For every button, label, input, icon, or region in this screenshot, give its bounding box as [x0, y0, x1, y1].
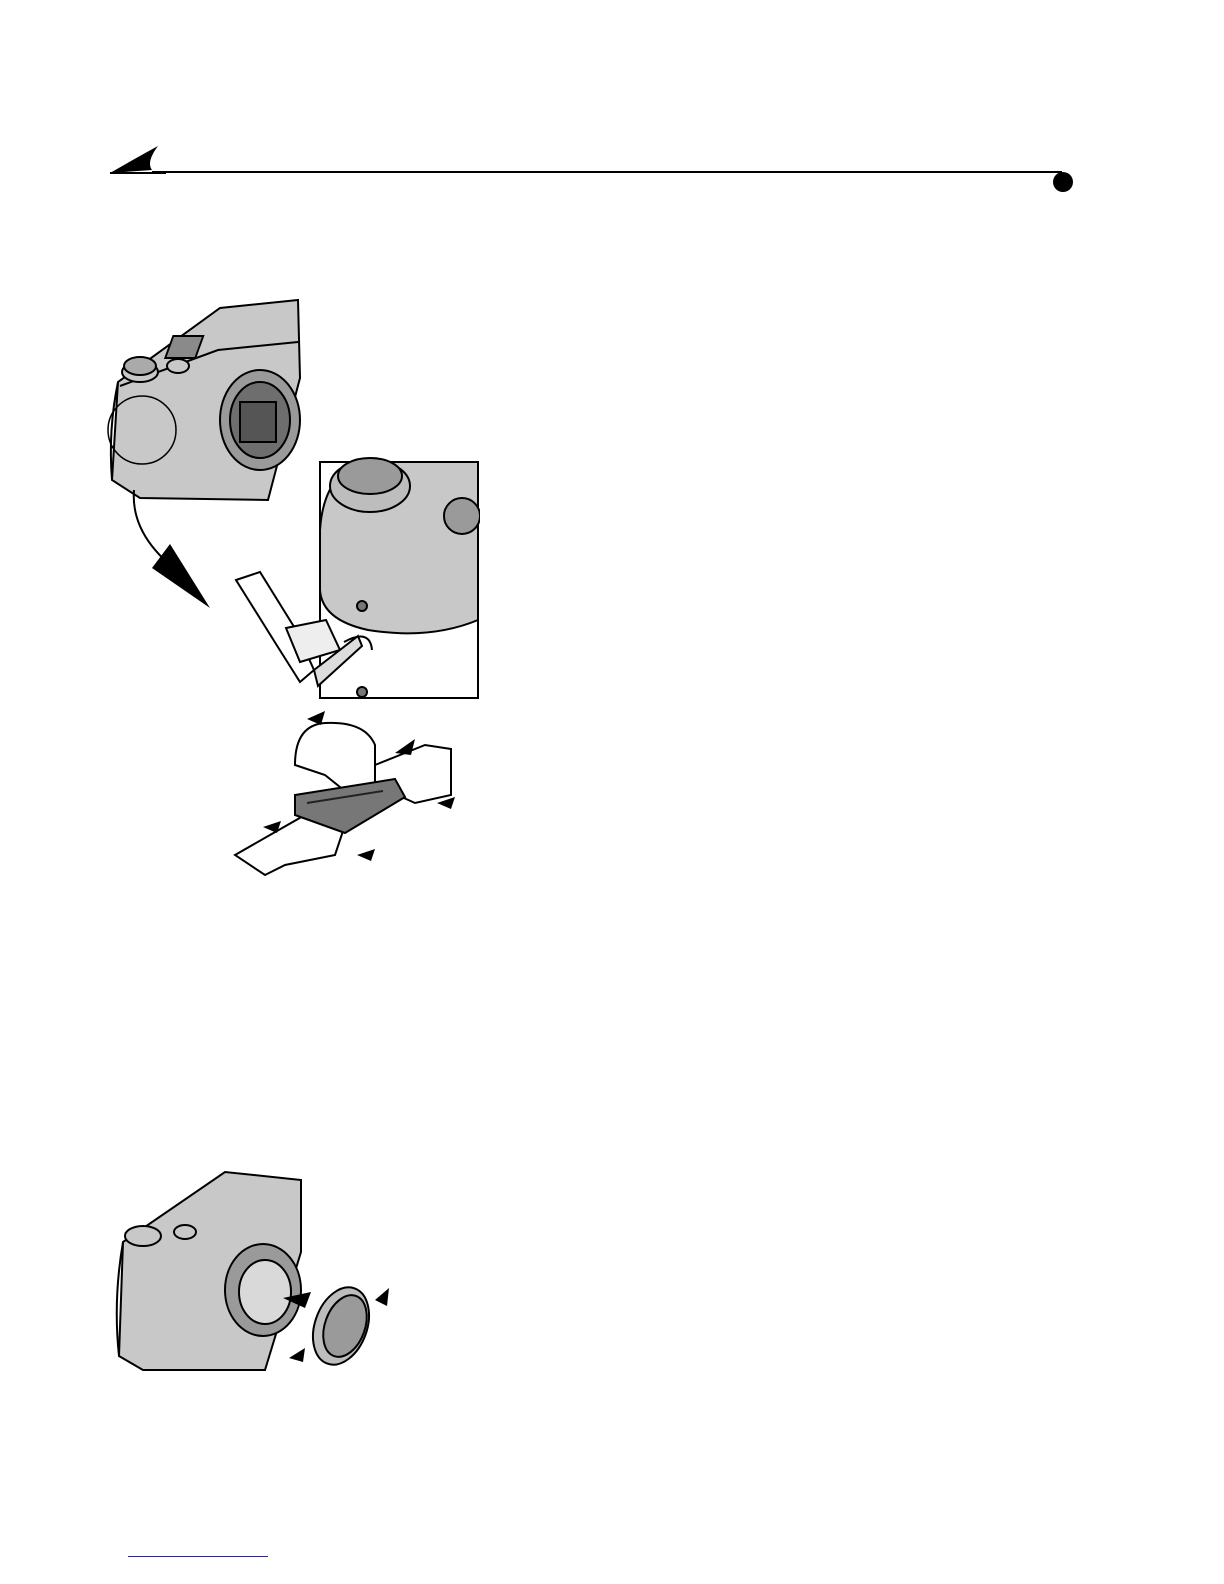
- swoosh-arrow-icon: [110, 146, 166, 173]
- arrowhead-icon: [152, 544, 210, 608]
- lens-cap: [303, 1280, 379, 1373]
- bullet-dot-icon: [1053, 172, 1073, 192]
- camera-lens-cap-illustration: [105, 1160, 395, 1385]
- footer-underline-link[interactable]: [128, 1556, 268, 1557]
- strap-buckle-illustration: [225, 705, 460, 885]
- strap-upper-loop: [295, 723, 375, 791]
- camera-body: [108, 300, 300, 500]
- camera-wrist-strap-illustration: [100, 290, 480, 710]
- header-rule: [106, 140, 1086, 200]
